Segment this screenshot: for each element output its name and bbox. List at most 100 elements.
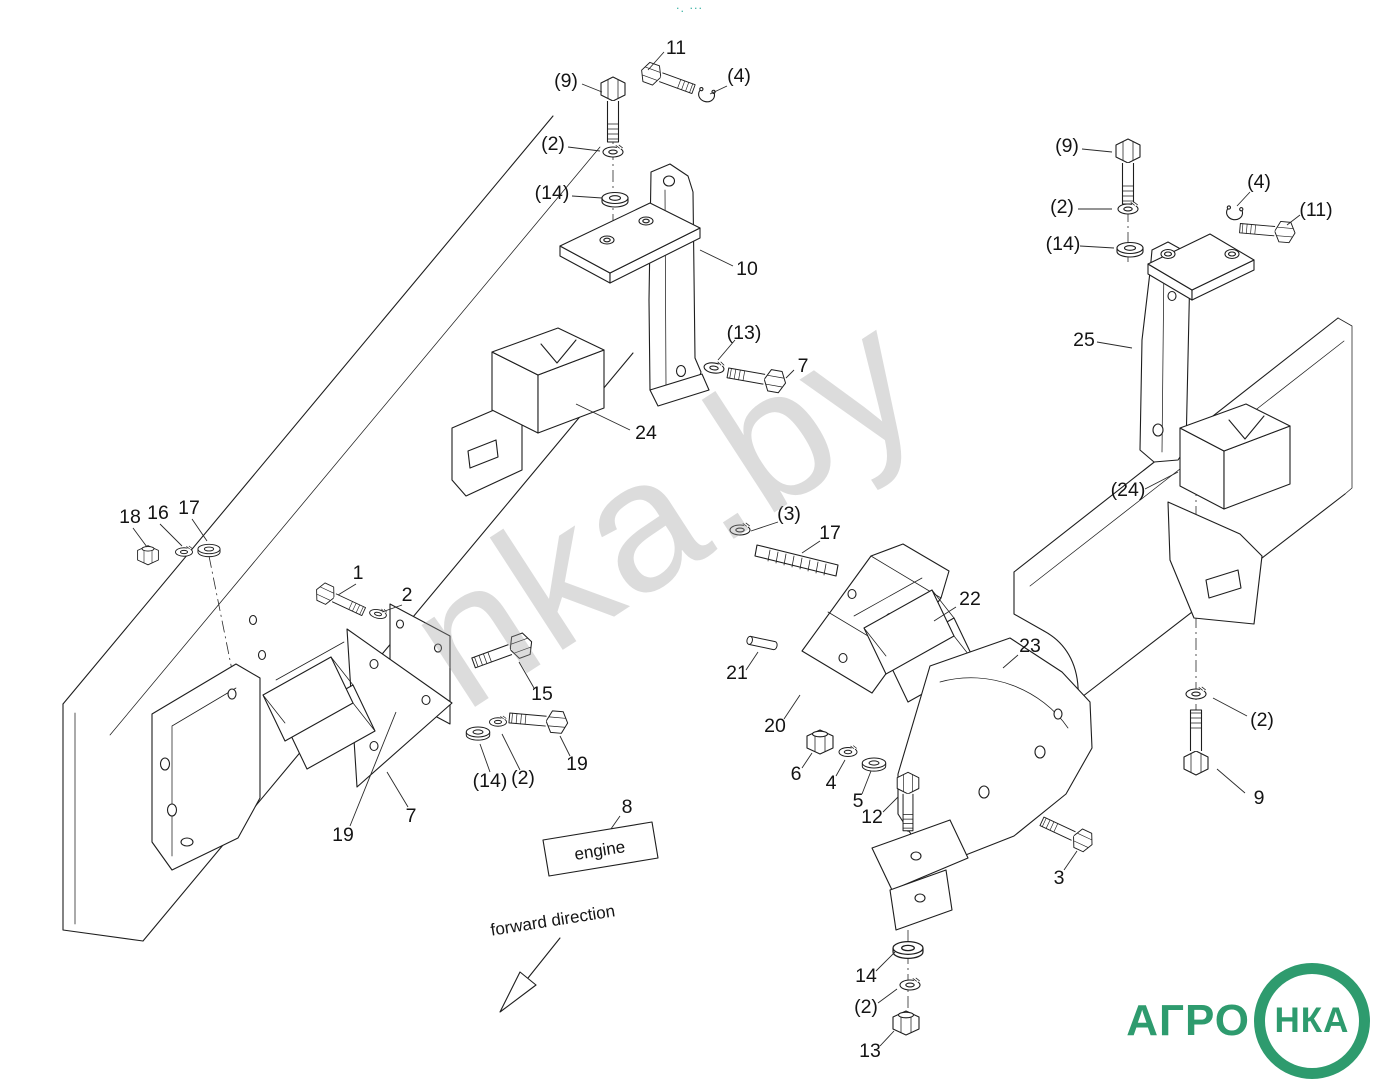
circlip-4	[696, 86, 717, 105]
fasteners	[137, 60, 1297, 1036]
lock-washer-2d	[898, 976, 922, 992]
callout-7: 7	[798, 355, 809, 377]
callout-10: 10	[736, 258, 758, 280]
callout-9-right: (9)	[1055, 135, 1079, 157]
washer-5	[861, 757, 887, 772]
washer-14	[601, 191, 629, 208]
callout-18: 18	[119, 506, 141, 528]
engine-label-box: engine	[542, 821, 659, 877]
callout-6: 6	[791, 763, 802, 785]
callout-11: 11	[666, 37, 686, 59]
bracket-23	[897, 637, 1093, 859]
callout-25: 25	[1073, 329, 1095, 351]
washer-14d	[1116, 241, 1144, 258]
callout-2d: (2)	[1050, 196, 1074, 218]
bracket-10	[559, 163, 710, 407]
callout-19a: 19	[566, 753, 588, 775]
callout-2e: (2)	[1250, 709, 1274, 731]
mount-base-bracket	[151, 663, 261, 871]
callout-16: 16	[147, 502, 169, 524]
pin-21	[745, 635, 779, 651]
middle-mount	[754, 543, 1093, 931]
rail-hole	[248, 614, 258, 626]
callout-3p: (3)	[777, 503, 801, 525]
bolt-11b	[1238, 217, 1297, 244]
stud-17	[754, 544, 839, 577]
bolt-7	[725, 361, 788, 395]
left-frame-rail	[62, 115, 634, 942]
logo-word-agro: АГРО	[1126, 996, 1250, 1045]
callout-8: 8	[622, 796, 633, 818]
callout-4b: (4)	[1247, 171, 1271, 193]
callout-23: 23	[1019, 635, 1041, 657]
callout-13: 13	[859, 1040, 881, 1062]
callout-24: 24	[635, 422, 657, 444]
lock-washer-3	[728, 521, 752, 537]
circlip-4b	[1224, 204, 1245, 222]
callout-2c: (2)	[854, 996, 878, 1018]
callout-19b: 19	[332, 824, 354, 846]
top-marks: ·. ···	[676, 2, 703, 15]
callout-9c: 9	[1254, 787, 1265, 809]
forward-arrowhead	[499, 971, 537, 1013]
rail-hole	[257, 649, 267, 661]
leader-lines	[132, 51, 1301, 1047]
callout-12: 12	[861, 806, 883, 828]
callout-2-left: (2)	[541, 133, 565, 155]
front-left-mount	[151, 603, 453, 871]
cushion-24-right	[1167, 403, 1291, 625]
bolt-19	[507, 706, 570, 735]
callout-3: 3	[1054, 867, 1065, 889]
washer-14b	[465, 726, 491, 741]
callout-14b: (14)	[473, 770, 508, 792]
lock-washer-13	[701, 358, 727, 376]
callout-5: 5	[853, 790, 864, 812]
bolt-3	[1037, 811, 1097, 855]
lock-washer-2	[601, 143, 625, 159]
cushion-24	[451, 327, 605, 497]
lock-washer-2b	[367, 605, 389, 622]
lock-washer-4	[837, 744, 859, 758]
callout-2: 2	[402, 584, 413, 606]
lock-washer-2c	[488, 714, 508, 728]
callout-11b: (11)	[1299, 199, 1332, 221]
callout-22: 22	[959, 588, 981, 610]
forward-direction-note: forward direction	[489, 901, 616, 1013]
nut-6	[806, 729, 834, 755]
washer-17	[197, 543, 221, 558]
logo-badge-nka: НКА	[1274, 1001, 1350, 1040]
nut-18	[137, 545, 159, 566]
callout-9-left: (9)	[554, 70, 578, 92]
callout-21: 21	[726, 662, 748, 684]
callouts: 11 (9) (4) (2) (14) 10 (13) 7 24 18 16 1…	[119, 37, 1332, 1062]
callout-17b: 17	[819, 522, 841, 544]
callout-2b: (2)	[511, 767, 535, 789]
callout-1: 1	[353, 562, 364, 584]
agro-nka-logo: АГРО НКА	[1126, 963, 1370, 1079]
cushion-support-right	[1167, 501, 1263, 625]
bolt-9-left	[600, 76, 626, 143]
forward-direction-label: forward direction	[489, 901, 616, 939]
bolt-9-right	[1115, 138, 1141, 205]
bolt-11	[637, 60, 698, 100]
callout-14c: 14	[855, 965, 877, 987]
callout-4-left: (4)	[727, 65, 751, 87]
callout-15: 15	[531, 683, 553, 705]
callout-17: 17	[178, 497, 200, 519]
callout-24b: (24)	[1111, 479, 1146, 501]
lock-washer-16	[174, 544, 194, 558]
logo-ring: НКА	[1254, 963, 1370, 1079]
callout-20: 20	[764, 715, 786, 737]
nut-13	[892, 1010, 920, 1036]
washer-14c	[892, 941, 924, 959]
bracket-25	[1139, 233, 1255, 463]
bolt-15	[469, 630, 537, 675]
callout-13p: (13)	[727, 322, 762, 344]
bolt-1	[312, 580, 369, 621]
callout-14-left: (14)	[535, 182, 570, 204]
callout-4: 4	[826, 772, 837, 794]
bolt-9-bottom	[1183, 709, 1209, 776]
lock-washer-2e	[1116, 200, 1140, 216]
